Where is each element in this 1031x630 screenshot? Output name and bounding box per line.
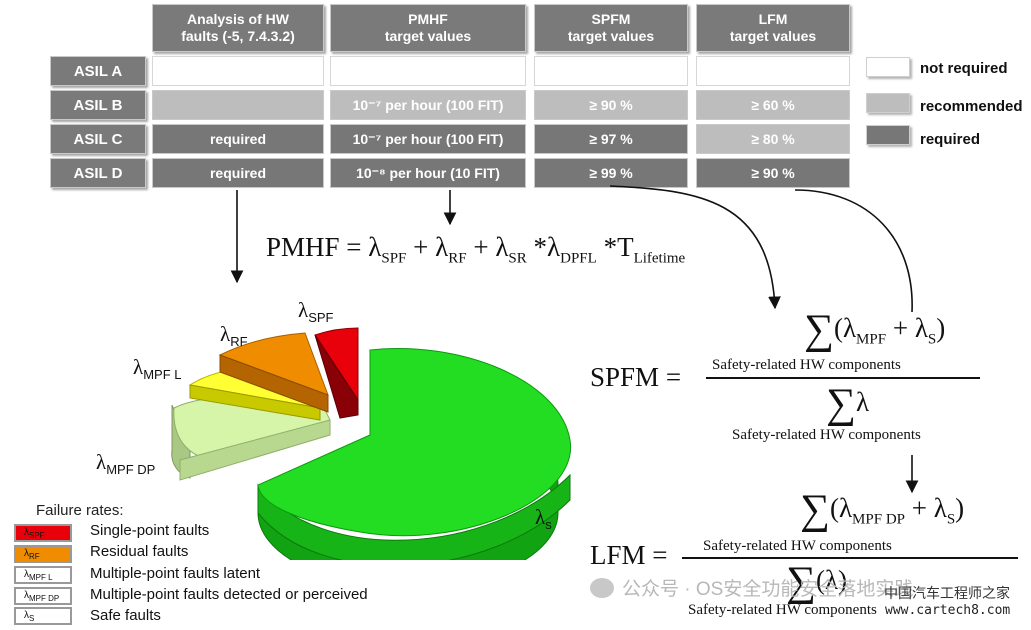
row-label-asil-b: ASIL B bbox=[50, 90, 146, 120]
pie-rf-top bbox=[218, 332, 329, 396]
pie-spf-top bbox=[314, 327, 359, 402]
spfm-numerator-sub: Safety-related HW components bbox=[712, 357, 901, 373]
header-lfm: LFM target values bbox=[696, 4, 850, 52]
cell-d-spfm: ≥ 99 % bbox=[534, 158, 688, 188]
watermark-site-url: www.cartech8.com bbox=[885, 603, 1011, 618]
cell-d-hw: required bbox=[152, 158, 324, 188]
row-label-asil-d: ASIL D bbox=[50, 158, 146, 188]
cell-c-hw: required bbox=[152, 124, 324, 154]
cell-b-hw bbox=[152, 90, 324, 120]
legend-swatch-not-required bbox=[866, 57, 910, 77]
spfm-name: SPFM = bbox=[590, 362, 682, 392]
failure-rates-title: Failure rates: bbox=[36, 502, 124, 519]
lfm-fraction-bar bbox=[682, 557, 1018, 559]
spfm-numerator: ∑(λMPF + λS) bbox=[804, 307, 946, 353]
fr-label-rf: Residual faults bbox=[90, 543, 189, 560]
spfm-fraction-bar bbox=[706, 377, 980, 379]
pie-spf-side bbox=[314, 334, 359, 419]
line-lfm-to-formula bbox=[794, 189, 913, 313]
watermark-site-name: 中国汽车工程师之家 bbox=[884, 586, 1010, 602]
header-pmhf: PMHF target values bbox=[330, 4, 526, 52]
pie-label-spf: λSPF bbox=[298, 298, 334, 326]
legend-label-required: required bbox=[920, 131, 981, 148]
fr-label-spf: Single-point faults bbox=[90, 522, 210, 539]
fr-swatch-spf: λSPF bbox=[14, 524, 72, 542]
cell-a-lfm bbox=[696, 56, 850, 86]
cell-b-spfm: ≥ 90 % bbox=[534, 90, 688, 120]
fr-swatch-safe: λS bbox=[14, 607, 72, 625]
fr-label-mpf-l: Multiple-point faults latent bbox=[90, 565, 261, 582]
fr-swatch-rf: λRF bbox=[14, 545, 72, 563]
legend-swatch-required bbox=[866, 125, 910, 145]
legend-swatch-recommended bbox=[866, 93, 910, 113]
watermark-account-text: 公众号 · OS安全功能安全落地实践 bbox=[622, 579, 914, 600]
pie-mpf-dp-front bbox=[179, 419, 331, 481]
header-spfm: SPFM target values bbox=[534, 4, 688, 52]
cell-c-pmhf: 10⁻⁷ per hour (100 FIT) bbox=[330, 124, 526, 154]
spfm-denominator: ∑λ bbox=[826, 381, 870, 427]
cell-b-lfm: ≥ 60 % bbox=[696, 90, 850, 120]
lfm-numerator-sub: Safety-related HW components bbox=[703, 538, 892, 554]
cell-d-lfm: ≥ 90 % bbox=[696, 158, 850, 188]
watermark-wechat-icon bbox=[590, 578, 614, 598]
pie-rf-front bbox=[219, 354, 329, 413]
lfm-denominator: ∑(λ) bbox=[786, 559, 848, 605]
fr-label-safe: Safe faults bbox=[90, 607, 161, 624]
cell-c-spfm: ≥ 97 % bbox=[534, 124, 688, 154]
cell-d-pmhf: 10⁻⁸ per hour (10 FIT) bbox=[330, 158, 526, 188]
lfm-numerator: ∑(λMPF DP + λS) bbox=[800, 487, 965, 533]
pie-safe-depth bbox=[257, 473, 571, 560]
lfm-denominator-sub: Safety-related HW components bbox=[688, 602, 877, 618]
pie-label-mpf-l: λMPF L bbox=[133, 355, 182, 383]
pie-label-safe: λs bbox=[535, 505, 552, 533]
cell-c-lfm: ≥ 80 % bbox=[696, 124, 850, 154]
cell-a-hw bbox=[152, 56, 324, 86]
legend-label-not-required: not required bbox=[920, 60, 1008, 77]
spfm-denominator-sub: Safety-related HW components bbox=[732, 427, 921, 443]
cell-a-pmhf bbox=[330, 56, 526, 86]
failure-rate-pie bbox=[171, 327, 571, 560]
lfm-name: LFM = bbox=[590, 540, 668, 570]
pie-label-rf: λRF bbox=[220, 322, 248, 350]
fr-label-mpf-dp: Multiple-point faults detected or percei… bbox=[90, 586, 368, 603]
row-label-asil-a: ASIL A bbox=[50, 56, 146, 86]
fr-swatch-mpf-l: λMPF L bbox=[14, 566, 72, 584]
pie-safe-top bbox=[257, 347, 571, 537]
pmhf-formula: PMHF = λSPF + λRF + λSR *λDPFL *TLifetim… bbox=[266, 232, 686, 267]
fr-swatch-mpf-dp: λMPF DP bbox=[14, 587, 72, 605]
header-hw-analysis: Analysis of HW faults (-5, 7.4.3.2) bbox=[152, 4, 324, 52]
row-label-asil-c: ASIL C bbox=[50, 124, 146, 154]
pie-label-mpf-dp: λMPF DP bbox=[96, 450, 156, 478]
pie-mpf-l-front bbox=[189, 384, 321, 421]
cell-a-spfm bbox=[534, 56, 688, 86]
cell-b-pmhf: 10⁻⁷ per hour (100 FIT) bbox=[330, 90, 526, 120]
legend-label-recommended: recommended bbox=[920, 98, 1023, 115]
